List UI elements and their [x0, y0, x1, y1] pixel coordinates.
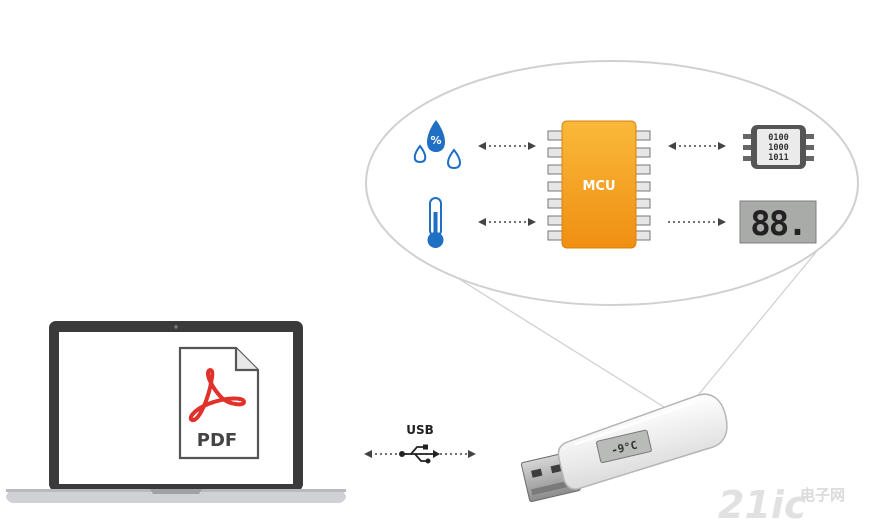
connector-mcu-memory: [668, 142, 726, 150]
usb-drive-display: [596, 429, 652, 464]
usb-drive: -9°C: [520, 393, 728, 503]
humidity-icon: %: [413, 120, 461, 170]
connector-thermo-mcu: [478, 218, 536, 226]
memory-line-2: 1000: [768, 143, 788, 153]
watermark: 21ic 电子网: [718, 483, 845, 525]
humidity-symbol: %: [430, 134, 441, 147]
usb-symbol-icon: [399, 444, 440, 464]
connector-humidity-mcu: [478, 142, 536, 150]
segment-display: 88.: [739, 200, 817, 244]
segment-display-text: 88.: [750, 204, 805, 244]
usb-connector: USB: [364, 423, 476, 464]
acrobat-logo-icon: [188, 368, 246, 423]
watermark-text: 21ic: [718, 483, 807, 525]
mcu-pins-right: [635, 130, 651, 241]
pdf-document-icon: PDF: [178, 346, 260, 460]
connector-mcu-display: [668, 218, 726, 226]
usb-drive-display-text: -9°C: [610, 439, 639, 458]
memory-line-1: 0100: [768, 133, 788, 143]
thermometer-icon: [427, 197, 444, 248]
memory-line-3: 1011: [768, 153, 788, 163]
laptop: [6, 321, 346, 503]
pdf-label: PDF: [197, 430, 237, 451]
memory-chip: 0100 1000 1011: [743, 125, 814, 169]
mcu-chip: MCU: [547, 120, 651, 249]
usb-label: USB: [406, 423, 434, 437]
mcu-label: MCU: [582, 179, 615, 194]
watermark-cn: 电子网: [800, 486, 845, 504]
